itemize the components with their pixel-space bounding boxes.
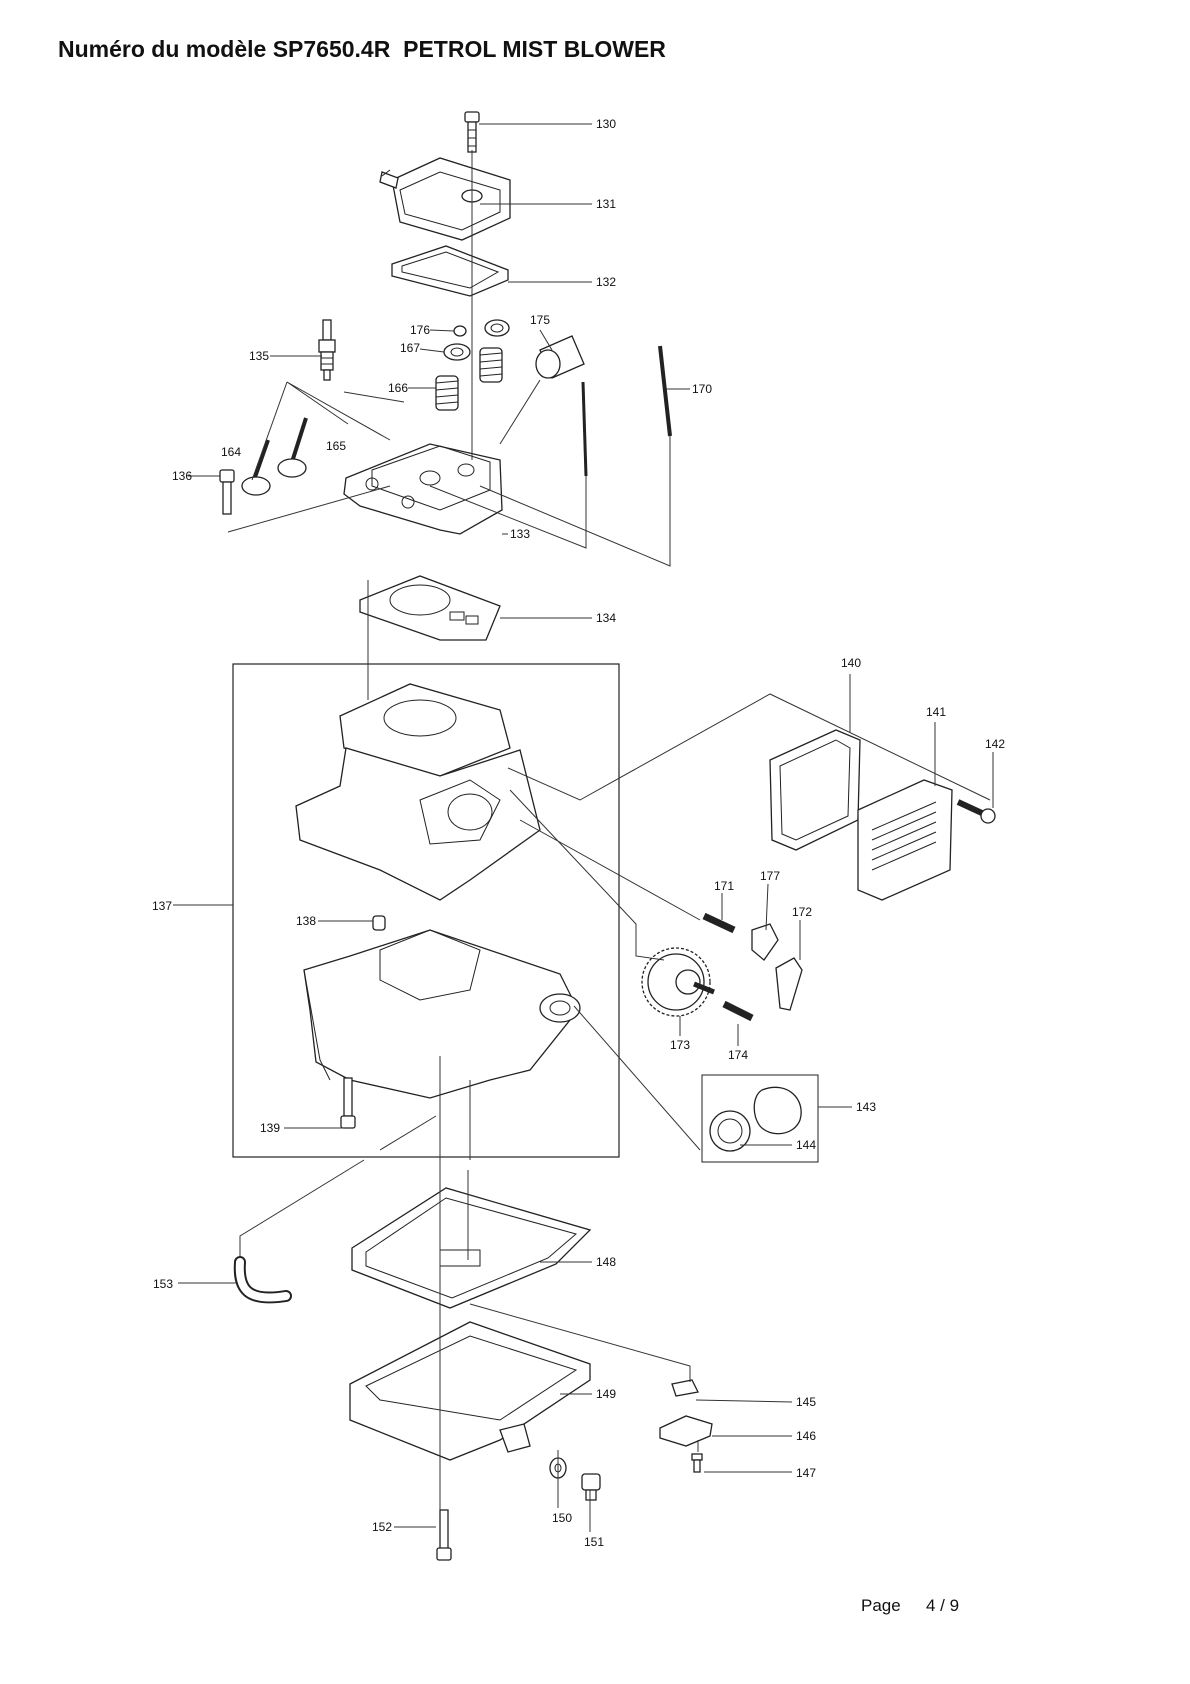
label-153: 153: [153, 1277, 173, 1291]
page-label: Page: [861, 1596, 901, 1615]
part-146-breather-cover: [659, 1415, 713, 1447]
part-151-drain-plug: [581, 1473, 601, 1501]
label-175: 175: [530, 313, 550, 327]
part-145-plate: [671, 1379, 699, 1397]
part-149-oil-pan: [349, 1321, 591, 1461]
part-173-cam-gear: [641, 947, 715, 1017]
part-143-group-box: [701, 1074, 819, 1163]
label-139: 139: [260, 1121, 280, 1135]
part-133-cylinder-head: [343, 443, 503, 535]
label-150: 150: [552, 1511, 572, 1525]
label-152: 152: [372, 1520, 392, 1534]
label-166: 166: [388, 381, 408, 395]
label-151: 151: [584, 1535, 604, 1549]
label-143: 143: [856, 1100, 876, 1114]
part-131-valve-cover: [379, 157, 511, 241]
part-148-oil-pan-gasket: [351, 1187, 592, 1309]
part-177-lever: [751, 923, 779, 961]
part-171-pin: [702, 912, 736, 934]
part-140-side-gasket: [769, 729, 861, 851]
part-152-bolt: [436, 1509, 452, 1561]
label-141: 141: [926, 705, 946, 719]
part-retainer-right: [484, 319, 510, 337]
part-134-head-gasket: [359, 575, 501, 641]
part-135-spark-plug: [318, 319, 336, 381]
page-title: Numéro du modèle SP7650.4R PETROL MIST B…: [58, 36, 666, 62]
label-170: 170: [692, 382, 712, 396]
label-144: 144: [796, 1138, 816, 1152]
label-134: 134: [596, 611, 616, 625]
label-145: 145: [796, 1395, 816, 1409]
part-176-valve-keeper: [453, 325, 467, 337]
part-164-valve: [241, 439, 271, 496]
part-141-side-cover: [857, 779, 953, 901]
part-165-valve: [277, 417, 308, 478]
part-175-intake-sleeve: [535, 335, 585, 379]
part-144-oil-seal: [709, 1110, 751, 1152]
part-139-bolt: [340, 1077, 356, 1129]
label-131: 131: [596, 197, 616, 211]
label-172: 172: [792, 905, 812, 919]
label-176: 176: [410, 323, 430, 337]
part-153-breather-hose: [233, 1256, 292, 1304]
part-137-cylinder-block: [295, 683, 541, 901]
part-130-bolt: [464, 111, 480, 153]
part-142-bolt: [956, 799, 996, 824]
label-133: 133: [510, 527, 530, 541]
part-137-lower-crankcase: [303, 929, 581, 1099]
label-149: 149: [596, 1387, 616, 1401]
label-137: 137: [152, 899, 172, 913]
label-177: 177: [760, 869, 780, 883]
part-137-group-box: [232, 663, 620, 1158]
label-147: 147: [796, 1466, 816, 1480]
label-164: 164: [221, 445, 241, 459]
label-140: 140: [841, 656, 861, 670]
label-138: 138: [296, 914, 316, 928]
part-number-labels: 130 131 132 135 176 175 167 166 170 164 …: [152, 117, 1005, 1549]
part-167-spring-retainer: [443, 343, 471, 361]
label-148: 148: [596, 1255, 616, 1269]
label-135: 135: [249, 349, 269, 363]
page-number: 4 / 9: [926, 1596, 960, 1615]
label-165: 165: [326, 439, 346, 453]
part-174-pin: [722, 1000, 754, 1022]
label-142: 142: [985, 737, 1005, 751]
part-138-plug: [372, 915, 386, 931]
label-132: 132: [596, 275, 616, 289]
part-147-screw: [691, 1453, 703, 1473]
assembly-lines: [227, 150, 991, 1520]
label-146: 146: [796, 1429, 816, 1443]
part-172-lever: [775, 957, 803, 1011]
label-171: 171: [714, 879, 734, 893]
part-132-cover-gasket: [391, 245, 509, 297]
label-167: 167: [400, 341, 420, 355]
label-173: 173: [670, 1038, 690, 1052]
part-143-cap: [753, 1086, 802, 1135]
part-136-head-bolt: [219, 469, 235, 515]
leader-lines: [173, 123, 994, 1532]
part-170-push-rod: [581, 345, 672, 477]
part-166-valve-springs: [435, 347, 503, 411]
label-130: 130: [596, 117, 616, 131]
label-174: 174: [728, 1048, 748, 1062]
label-136: 136: [172, 469, 192, 483]
